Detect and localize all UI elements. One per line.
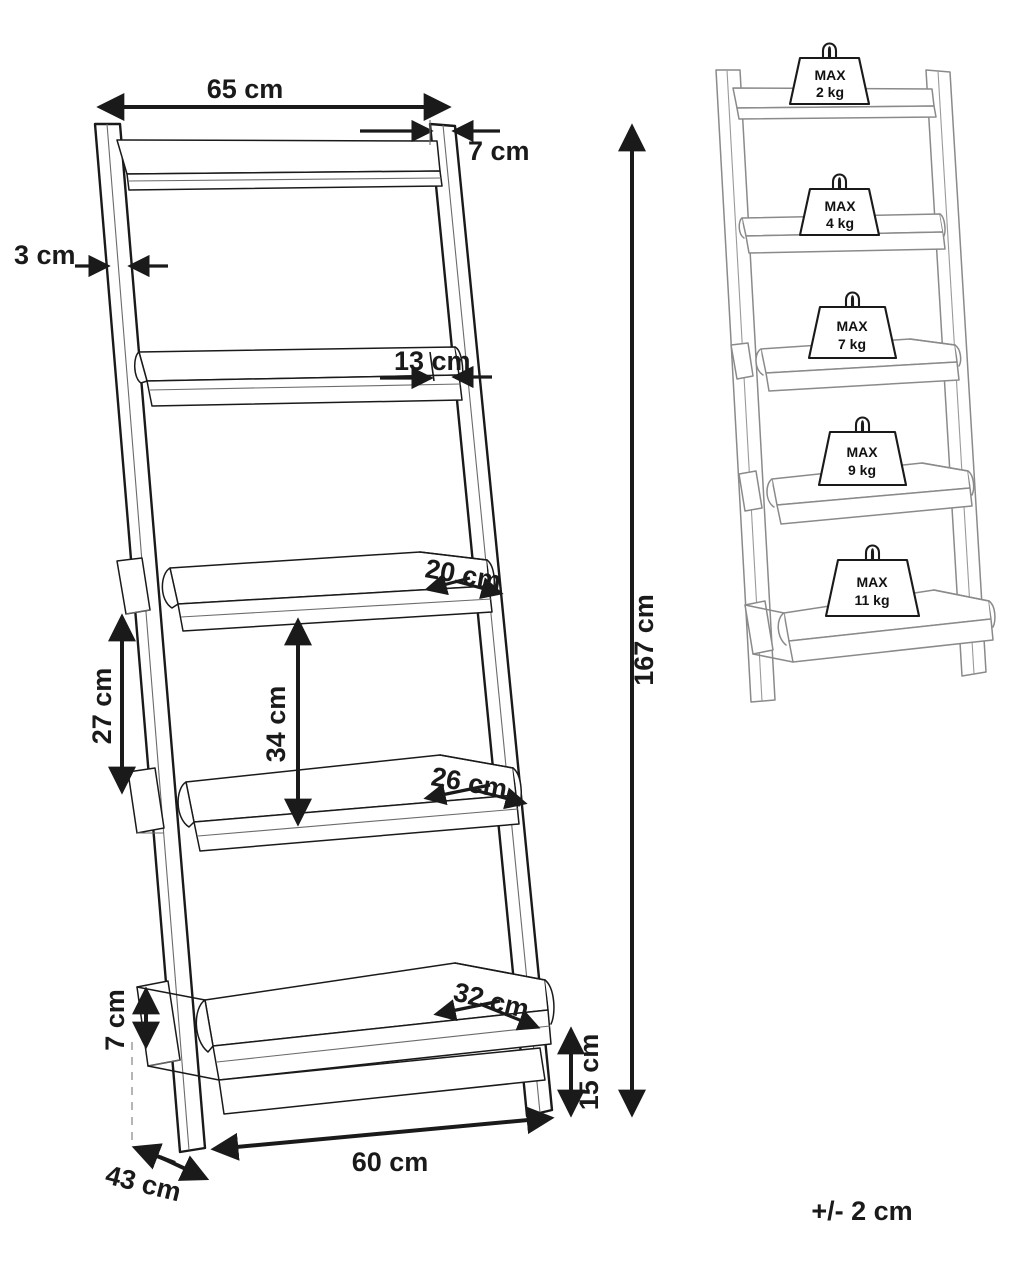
dimension-shelf-gap-left: 27 cm	[87, 613, 136, 795]
dimension-rail-thickness: 3 cm	[14, 240, 168, 278]
dimension-bottom-rim: 7 cm	[100, 986, 160, 1051]
weight-badge-2: MAX 4 kg	[798, 173, 881, 237]
weight-badge-5: MAX 11 kg	[824, 544, 921, 618]
tolerance-note: +/- 2 cm	[811, 1196, 912, 1226]
bottom-brace	[218, 1047, 546, 1115]
weight-badge-1: MAX 2 kg	[788, 42, 871, 106]
dimension-bottom-clear: 15 cm	[557, 1026, 604, 1118]
weight-max-label-4: MAX	[846, 444, 878, 460]
weight-max-label-1: MAX	[814, 67, 846, 83]
load-left-rail	[715, 69, 776, 703]
dimension-shelf-gap-mid: 34 cm	[261, 617, 312, 827]
weight-max-label-3: MAX	[836, 318, 868, 334]
weight-value-label-2: 4 kg	[826, 215, 854, 231]
shelf-1-top	[116, 139, 443, 191]
weight-value-label-3: 7 kg	[838, 336, 866, 352]
dimension-label-167cm: 167 cm	[629, 594, 659, 686]
dimension-label-3cm: 3 cm	[14, 240, 76, 270]
load-capacity-diagram: MAX 2 kg MAX 4 kg MAX 7 kg MAX 9 kg	[715, 42, 996, 703]
dimension-label-13cm: 13 cm	[394, 346, 471, 376]
weight-value-label-4: 9 kg	[848, 462, 876, 478]
dimension-rail-depth-top: 7 cm	[360, 119, 530, 166]
weight-badge-4: MAX 9 kg	[817, 416, 908, 487]
weight-value-label-1: 2 kg	[816, 84, 844, 100]
ladder-shelf-body	[93, 122, 555, 1154]
shelf-3	[116, 551, 496, 632]
dimension-label-7cm-top: 7 cm	[468, 136, 530, 166]
dimension-label-15cm: 15 cm	[574, 1034, 604, 1111]
weight-value-label-5: 11 kg	[854, 592, 889, 608]
dimension-base-width: 60 cm	[210, 1106, 555, 1177]
dimension-label-34cm: 34 cm	[261, 686, 291, 763]
dimension-total-height: 167 cm	[618, 123, 659, 1118]
dimension-label-27cm: 27 cm	[87, 668, 117, 745]
dimension-shelf2-depth: 13 cm	[380, 346, 492, 390]
dimension-label-7cm-bottom: 7 cm	[100, 989, 130, 1051]
weight-badge-3: MAX 7 kg	[807, 291, 898, 360]
dimension-label-60cm: 60 cm	[352, 1147, 429, 1177]
dimension-label-43cm: 43 cm	[103, 1160, 185, 1208]
weight-max-label-5: MAX	[856, 574, 888, 590]
shelf-4	[127, 754, 522, 852]
dimension-label-65cm: 65 cm	[207, 74, 284, 104]
weight-max-label-2: MAX	[824, 198, 856, 214]
dimension-width-top: 65 cm	[96, 74, 452, 121]
